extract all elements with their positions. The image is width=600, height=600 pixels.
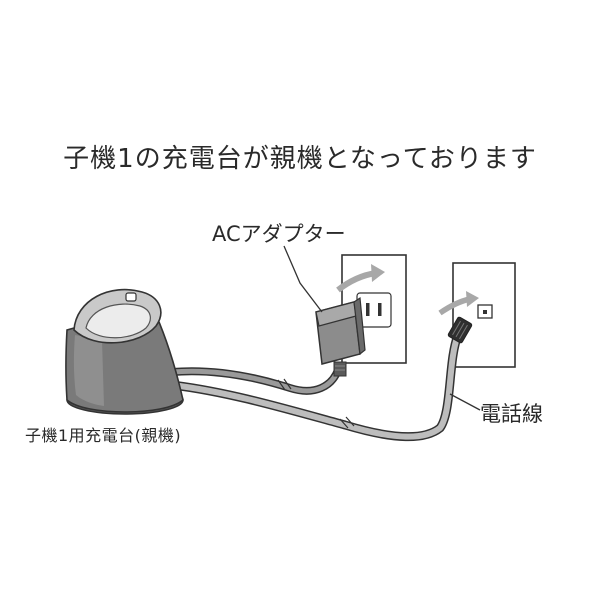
- outlet-slot-left: [366, 303, 370, 316]
- modular-plug: [447, 316, 473, 344]
- charger-base-label: 子機1用充電台(親機): [25, 426, 182, 445]
- adapter-cable: [168, 366, 342, 395]
- cable-leader-line: [449, 393, 481, 411]
- phone-jack: [438, 262, 516, 368]
- cable-break-mark: [339, 416, 355, 429]
- jack-arrow-head-icon: [466, 291, 479, 307]
- ac-adapter-label: ACアダプター: [212, 222, 346, 246]
- charger-indicator-icon: [125, 292, 137, 302]
- phone-cable: [167, 316, 473, 442]
- outlet-slot-right: [378, 303, 382, 316]
- charger-base: [65, 288, 184, 415]
- adapter-cable-break-mark: [277, 378, 292, 391]
- adapter-leader-line: [283, 245, 323, 313]
- outlet-arrow-head-icon: [371, 264, 385, 282]
- headline: 子機1の充電台が親機となっております: [63, 144, 537, 174]
- ac-adapter: [315, 296, 366, 377]
- jack-contact: [483, 310, 487, 314]
- phone-cable-label: 電話線: [480, 402, 543, 426]
